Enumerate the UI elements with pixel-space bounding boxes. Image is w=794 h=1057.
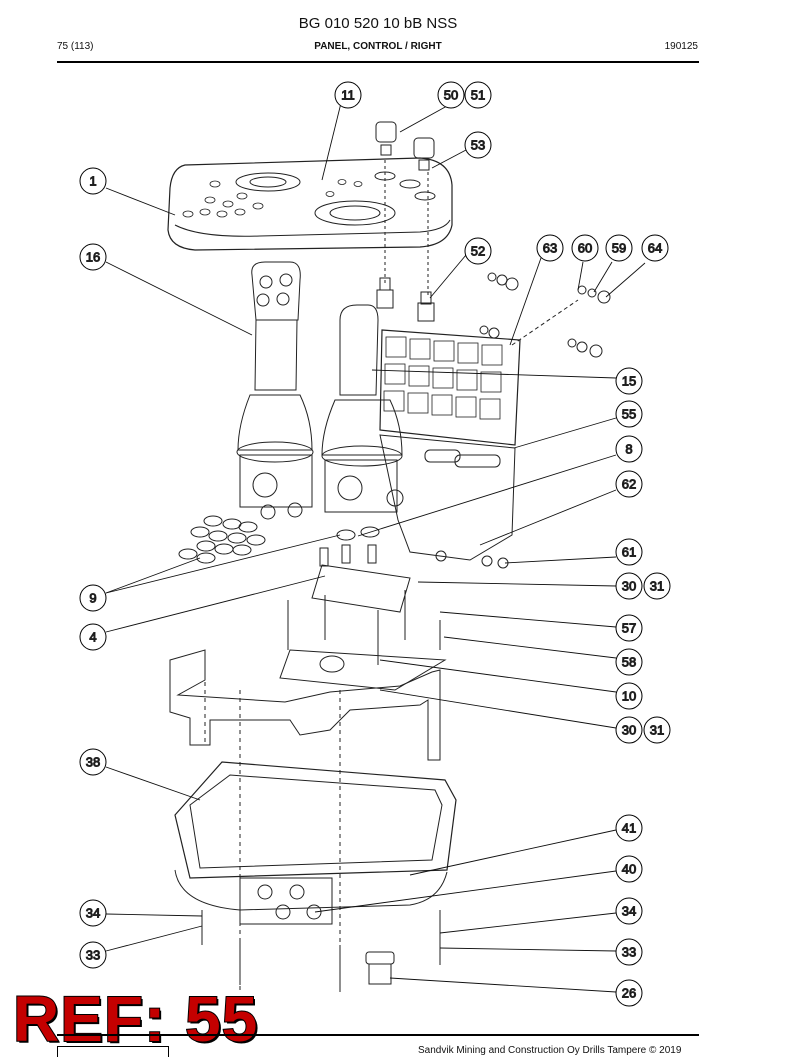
joystick-right	[321, 304, 404, 513]
callout-16: 16	[79, 243, 107, 271]
callout-59: 59	[605, 234, 633, 262]
callout-11: 11	[334, 81, 362, 109]
callout-33-right: 33	[615, 938, 643, 966]
svg-text:62: 62	[622, 477, 636, 492]
svg-text:34: 34	[622, 904, 636, 919]
housing-part	[174, 761, 457, 992]
callout-30-lower: 30	[615, 716, 643, 744]
joystick-left	[236, 261, 314, 520]
callout-62: 62	[615, 470, 643, 498]
svg-text:55: 55	[622, 407, 636, 422]
callout-51: 51	[464, 81, 492, 109]
svg-text:4: 4	[89, 630, 96, 645]
callout-30-upper: 30	[615, 572, 643, 600]
svg-text:31: 31	[650, 579, 664, 594]
switch-parts	[376, 160, 435, 322]
svg-text:53: 53	[471, 138, 485, 153]
svg-text:61: 61	[622, 545, 636, 560]
svg-text:59: 59	[612, 241, 626, 256]
document-date: 190125	[664, 41, 698, 52]
callout-8: 8	[615, 435, 643, 463]
panel-cover-part	[167, 157, 453, 251]
callout-34-left: 34	[79, 899, 107, 927]
knob-parts	[375, 121, 435, 171]
callout-41: 41	[615, 814, 643, 842]
svg-text:30: 30	[622, 579, 636, 594]
reference-label: REF: 55	[12, 982, 259, 1056]
keypad-part	[379, 329, 521, 446]
frame-part	[169, 649, 441, 990]
small-fasteners	[435, 272, 611, 569]
document-title: BG 010 520 10 bB NSS	[298, 15, 458, 32]
callout-31-upper: 31	[643, 572, 671, 600]
svg-text:64: 64	[648, 241, 662, 256]
callout-1: 1	[79, 167, 107, 195]
callout-52: 52	[464, 237, 492, 265]
leader-lines	[105, 102, 646, 993]
footer-copyright: Sandvik Mining and Construction Oy Drill…	[418, 1045, 682, 1056]
bracket-part	[379, 434, 516, 561]
svg-text:9: 9	[89, 591, 96, 606]
cable-gland-part	[365, 951, 395, 985]
callout-34-right: 34	[615, 897, 643, 925]
svg-text:38: 38	[86, 755, 100, 770]
callout-64: 64	[641, 234, 669, 262]
svg-text:57: 57	[622, 621, 636, 636]
callout-61: 61	[615, 538, 643, 566]
callout-38: 38	[79, 748, 107, 776]
svg-text:31: 31	[650, 723, 664, 738]
footer-divider	[57, 1034, 699, 1036]
callout-60: 60	[571, 234, 599, 262]
callout-15: 15	[615, 367, 643, 395]
svg-text:15: 15	[622, 374, 636, 389]
callout-31-lower: 31	[643, 716, 671, 744]
svg-text:41: 41	[622, 821, 636, 836]
section-title: PANEL, CONTROL / RIGHT	[314, 41, 442, 52]
svg-text:50: 50	[444, 88, 458, 103]
svg-text:52: 52	[471, 244, 485, 259]
svg-text:58: 58	[622, 655, 636, 670]
callout-63: 63	[536, 234, 564, 262]
grommet-group	[178, 515, 380, 564]
svg-text:1: 1	[89, 174, 96, 189]
callout-57: 57	[615, 614, 643, 642]
svg-text:33: 33	[622, 945, 636, 960]
page-number: 75 (113)	[57, 41, 94, 52]
svg-text:16: 16	[86, 250, 100, 265]
svg-text:33: 33	[86, 948, 100, 963]
svg-text:26: 26	[622, 986, 636, 1001]
svg-text:51: 51	[471, 88, 485, 103]
svg-text:63: 63	[543, 241, 557, 256]
company-logo	[57, 1046, 169, 1057]
callout-55: 55	[615, 400, 643, 428]
callout-53: 53	[464, 131, 492, 159]
callout-40: 40	[615, 855, 643, 883]
svg-text:40: 40	[622, 862, 636, 877]
svg-text:30: 30	[622, 723, 636, 738]
callout-10: 10	[615, 682, 643, 710]
svg-text:10: 10	[622, 689, 636, 704]
callout-9: 9	[79, 584, 107, 612]
header-divider	[57, 61, 699, 63]
circuit-board-assembly	[279, 544, 447, 691]
svg-text:34: 34	[86, 906, 100, 921]
callout-33-left: 33	[79, 941, 107, 969]
svg-text:60: 60	[578, 241, 592, 256]
svg-text:8: 8	[625, 442, 632, 457]
svg-text:11: 11	[341, 88, 355, 103]
callout-26: 26	[615, 979, 643, 1007]
callout-4: 4	[79, 623, 107, 651]
callout-58: 58	[615, 648, 643, 676]
callout-50: 50	[437, 81, 465, 109]
